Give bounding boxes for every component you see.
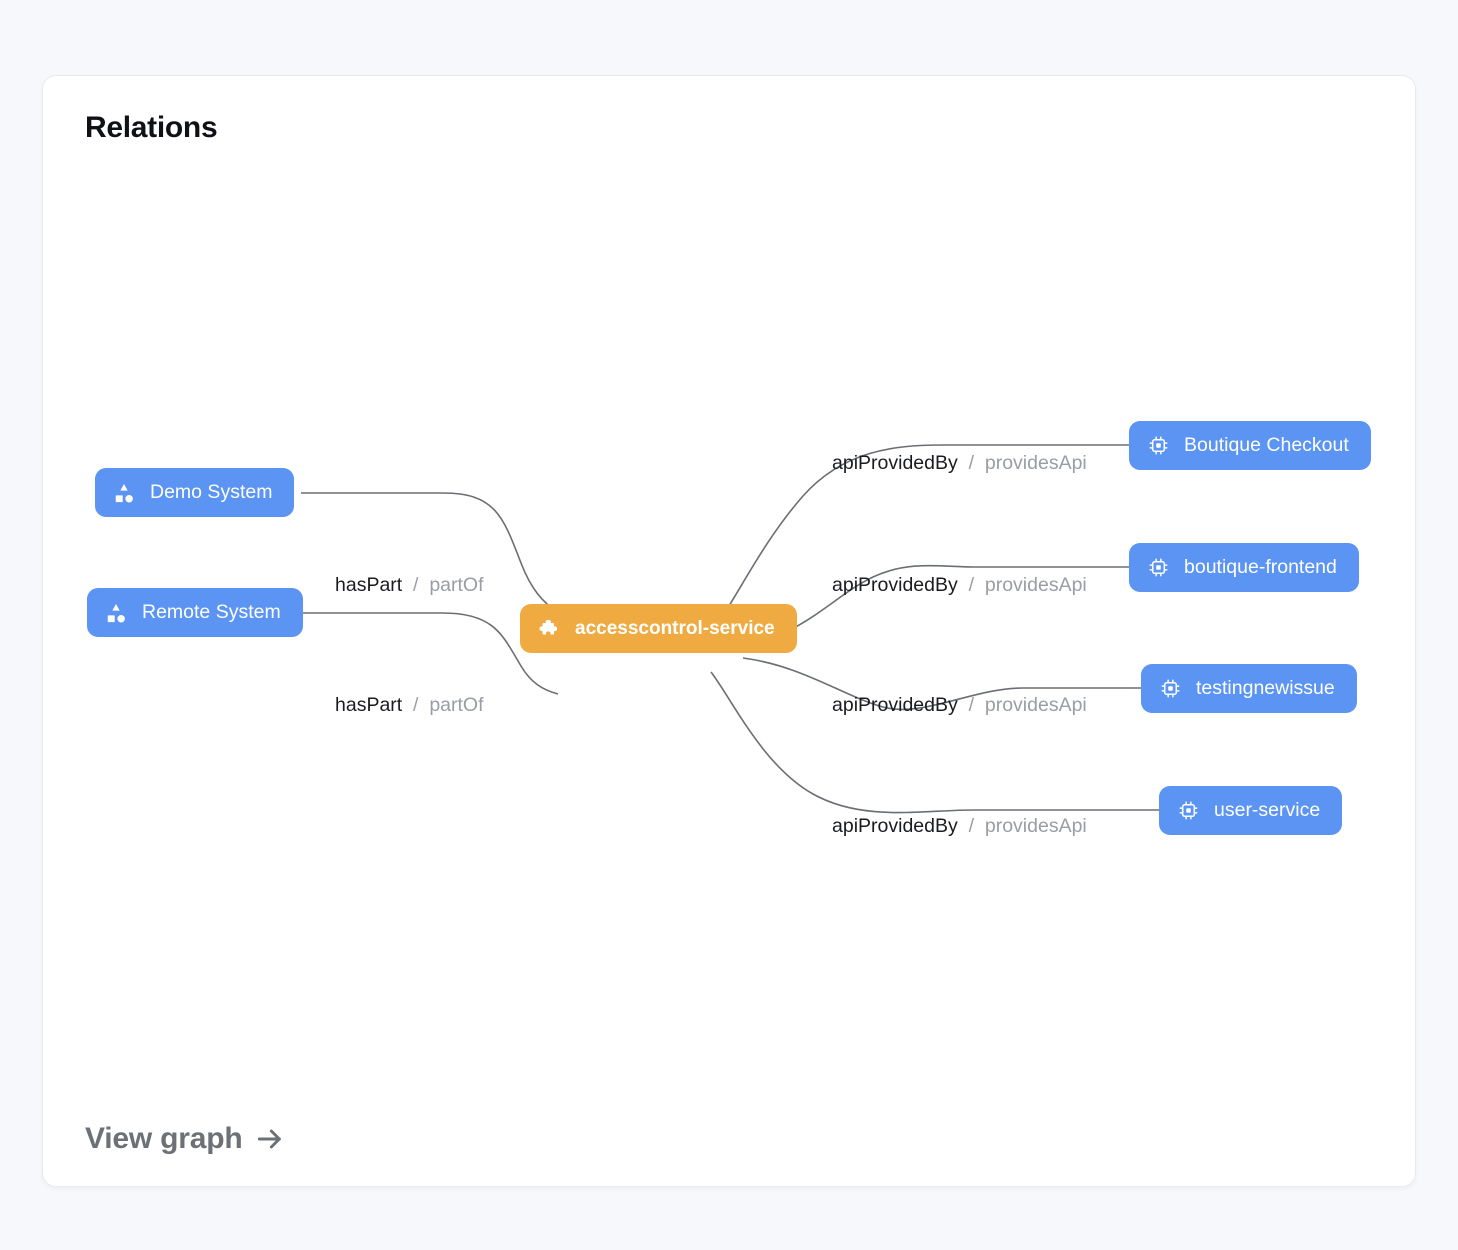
edge-label-forward: apiProvidedBy	[832, 815, 958, 837]
page-title: Relations	[85, 111, 218, 144]
edge-path-demo-system	[301, 492, 559, 613]
cpu-chip-icon	[1177, 800, 1199, 822]
edge-path-user-service	[710, 671, 1163, 814]
edge-label-user-service: apiProvidedBy / providesApi	[832, 815, 1087, 837]
edge-label-boutique-checkout: apiProvidedBy / providesApi	[832, 452, 1087, 474]
edge-label-reverse: providesApi	[984, 694, 1087, 716]
graph-node-label: Demo System	[150, 480, 273, 503]
cpu-chip-icon	[1147, 435, 1169, 457]
graph-node-label: Remote System	[142, 600, 281, 623]
shapes-icon	[105, 602, 127, 624]
edge-label-remote-system: hasPart / partOf	[335, 694, 484, 716]
edge-label-boutique-frontend: apiProvidedBy / providesApi	[832, 574, 1087, 596]
edge-label-forward: apiProvidedBy	[832, 694, 958, 716]
graph-node-boutique-frontend[interactable]: boutique-frontend	[1129, 543, 1359, 592]
edge-label-separator: /	[407, 574, 424, 596]
edge-label-demo-system: hasPart / partOf	[335, 574, 484, 596]
edge-label-testingnewissue: apiProvidedBy / providesApi	[832, 694, 1087, 716]
edge-label-separator: /	[963, 452, 980, 474]
edge-path-boutique-checkout	[710, 444, 1133, 633]
shapes-icon	[113, 482, 135, 504]
edge-label-separator: /	[407, 694, 424, 716]
graph-node-user-service[interactable]: user-service	[1159, 786, 1343, 835]
arrow-right-icon	[254, 1123, 286, 1155]
edge-path-testingnewissue	[742, 657, 1143, 711]
graph-node-label: Boutique Checkout	[1184, 433, 1349, 456]
edge-label-separator: /	[963, 574, 980, 596]
edge-label-forward: hasPart	[335, 694, 403, 716]
cpu-chip-icon	[1147, 557, 1169, 579]
edge-label-reverse: providesApi	[984, 452, 1087, 474]
relations-graph[interactable]: Demo System Remote System	[43, 76, 1415, 1186]
edge-label-reverse: providesApi	[984, 574, 1087, 596]
graph-node-testingnewissue[interactable]: testingnewissue	[1141, 664, 1357, 713]
graph-node-remote-system[interactable]: Remote System	[87, 588, 303, 637]
edge-label-reverse: providesApi	[984, 815, 1087, 837]
cpu-chip-icon	[1159, 678, 1181, 700]
graph-node-label: testingnewissue	[1196, 676, 1335, 699]
edge-label-forward: apiProvidedBy	[832, 452, 958, 474]
edge-label-separator: /	[963, 694, 980, 716]
puzzle-piece-icon	[538, 618, 560, 640]
relations-card: Relations	[42, 75, 1416, 1187]
view-graph-link[interactable]: View graph	[85, 1122, 286, 1156]
graph-node-label: boutique-frontend	[1184, 555, 1337, 578]
edge-label-forward: hasPart	[335, 574, 403, 596]
graph-node-label: accesscontrol-service	[575, 618, 775, 639]
edge-label-reverse: partOf	[429, 694, 484, 716]
edge-path-remote-system	[301, 612, 559, 695]
edge-label-separator: /	[963, 815, 980, 837]
view-graph-label: View graph	[85, 1122, 243, 1155]
graph-node-label: user-service	[1214, 798, 1321, 821]
edge-label-forward: apiProvidedBy	[832, 574, 958, 596]
graph-node-accesscontrol-service[interactable]: accesscontrol-service	[520, 604, 797, 653]
edge-label-reverse: partOf	[429, 574, 484, 596]
graph-node-demo-system[interactable]: Demo System	[95, 468, 295, 517]
graph-node-boutique-checkout[interactable]: Boutique Checkout	[1129, 421, 1371, 470]
